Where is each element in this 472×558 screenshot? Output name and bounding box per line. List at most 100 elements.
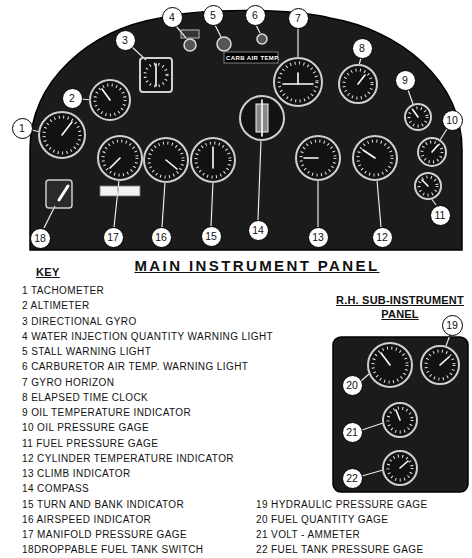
callout-number: 5 bbox=[203, 5, 224, 26]
gauge-bezel bbox=[418, 138, 446, 166]
callout-text: 21 bbox=[346, 427, 358, 438]
gauge-ticks bbox=[145, 64, 167, 86]
gauge-bezel bbox=[383, 451, 417, 485]
gauge-dial bbox=[353, 136, 397, 180]
switch-box bbox=[46, 180, 72, 208]
key-entry: 12 CYLINDER TEMPERATURE INDICATOR bbox=[22, 452, 234, 465]
gauge-needle bbox=[413, 110, 418, 117]
gauge-ticks bbox=[196, 143, 230, 177]
callout-text: 4 bbox=[169, 12, 175, 23]
placard bbox=[100, 186, 140, 196]
callout-text: 14 bbox=[252, 225, 264, 236]
gauge-bezel bbox=[421, 346, 459, 384]
gauge-bezel bbox=[415, 173, 441, 199]
gauge-bezel bbox=[39, 112, 85, 158]
gauge-ticks bbox=[373, 348, 407, 382]
callout-number: 10 bbox=[442, 110, 463, 131]
gauge-dial bbox=[39, 112, 85, 158]
callout-number: 2 bbox=[62, 88, 83, 109]
callout-number: 14 bbox=[248, 220, 269, 241]
callout-text: 12 bbox=[376, 232, 388, 243]
gauge-needle bbox=[102, 89, 110, 100]
instrument-panel bbox=[30, 11, 462, 251]
gauge-dial bbox=[418, 138, 446, 166]
gauge-dial bbox=[339, 65, 377, 103]
gauge-ticks bbox=[358, 141, 392, 175]
warning-light bbox=[217, 37, 231, 51]
callout-text: 20 bbox=[346, 380, 358, 391]
key-entry: 5 STALL WARNING LIGHT bbox=[22, 345, 151, 358]
key-entry: 9 OIL TEMPERATURE INDICATOR bbox=[22, 406, 191, 419]
gauge-needle bbox=[297, 73, 299, 84]
callout-text: 2 bbox=[69, 93, 75, 104]
callout-number: 20 bbox=[342, 375, 363, 396]
gauge-needle bbox=[212, 147, 214, 168]
callout-number: 22 bbox=[342, 468, 363, 489]
gauge-ticks bbox=[388, 456, 412, 480]
callout-number: 17 bbox=[103, 227, 124, 248]
callout-text: 5 bbox=[210, 10, 216, 21]
callout-text: 18 bbox=[34, 233, 46, 244]
callout-text: 13 bbox=[312, 232, 324, 243]
callout-number: 1 bbox=[12, 118, 33, 139]
gauge-dial bbox=[383, 403, 417, 437]
gauge-needle bbox=[363, 150, 375, 158]
callout-text: 19 bbox=[446, 320, 458, 331]
key-entry: 18DROPPABLE FUEL TANK SWITCH bbox=[22, 543, 203, 556]
gauge-ticks bbox=[388, 408, 412, 432]
callout-number: 13 bbox=[308, 227, 329, 248]
gauge-bezel bbox=[339, 65, 377, 103]
callout-text: 3 bbox=[122, 35, 128, 46]
gauge-dial bbox=[274, 58, 322, 106]
callout-number: 19 bbox=[442, 315, 463, 336]
gauge-bezel bbox=[353, 136, 397, 180]
key-heading: KEY bbox=[36, 265, 60, 279]
sub-instrument-panel bbox=[333, 337, 468, 492]
key-entry: 10 OIL PRESSURE GAGE bbox=[22, 421, 149, 434]
key-entry: 7 GYRO HORIZON bbox=[22, 376, 114, 389]
gauge-needle bbox=[358, 75, 365, 84]
key-entry: 4 WATER INJECTION QUANTITY WARNING LIGHT bbox=[22, 330, 273, 343]
gauge-needle bbox=[62, 122, 72, 135]
callout-text: 15 bbox=[205, 231, 217, 242]
callout-number: 21 bbox=[342, 422, 363, 443]
key-entry: 15 TURN AND BANK INDICATOR bbox=[22, 498, 184, 511]
gauge-bezel bbox=[144, 138, 188, 182]
gauge-bezel bbox=[98, 136, 142, 180]
gauge-dial bbox=[191, 138, 235, 182]
callout-text: 17 bbox=[107, 232, 119, 243]
gauge-ticks bbox=[419, 177, 437, 195]
callout-text: 11 bbox=[435, 210, 446, 221]
key-entry: 2 ALTIMETER bbox=[22, 299, 90, 312]
key-entry: 17 MANIFOLD PRESSURE GAGE bbox=[22, 528, 187, 541]
gauge-dial bbox=[368, 343, 412, 387]
gauge-ticks bbox=[149, 143, 183, 177]
gauge-dial bbox=[415, 173, 441, 199]
gauge-ticks bbox=[422, 142, 442, 162]
callout-text: 6 bbox=[252, 10, 258, 21]
gauge-ticks bbox=[426, 351, 454, 379]
callout-number: 7 bbox=[288, 8, 309, 29]
panel-title: R.H. SUB-INSTRUMENT PANEL bbox=[330, 293, 470, 321]
callout-text: 9 bbox=[402, 75, 408, 86]
callout-text: 8 bbox=[359, 43, 365, 54]
callout-text: 16 bbox=[155, 232, 167, 243]
gauge-ticks bbox=[409, 108, 427, 126]
gauge-dial bbox=[405, 104, 431, 130]
callout-number: 18 bbox=[30, 228, 51, 249]
gauge-needle bbox=[304, 157, 318, 159]
key-entry: 19 HYDRAULIC PRESSURE GAGE bbox=[256, 498, 428, 511]
callout-number: 3 bbox=[115, 30, 136, 51]
key-entry: 1 TACHOMETER bbox=[22, 284, 104, 297]
gauge-needle bbox=[166, 160, 177, 169]
callout-number: 12 bbox=[372, 227, 393, 248]
placard-text: CARB AIR TEMP. bbox=[226, 54, 280, 63]
gauge-bezel bbox=[274, 58, 322, 106]
key-entry: 3 DIRECTIONAL GYRO bbox=[22, 315, 137, 328]
gauge-ticks bbox=[301, 141, 335, 175]
switch-lever bbox=[59, 186, 68, 200]
gauge-bezel bbox=[383, 403, 417, 437]
callout-number: 11 bbox=[430, 205, 451, 226]
key-entry: 16 AIRSPEED INDICATOR bbox=[22, 513, 151, 526]
key-entry: 11 FUEL PRESSURE GAGE bbox=[22, 437, 158, 450]
